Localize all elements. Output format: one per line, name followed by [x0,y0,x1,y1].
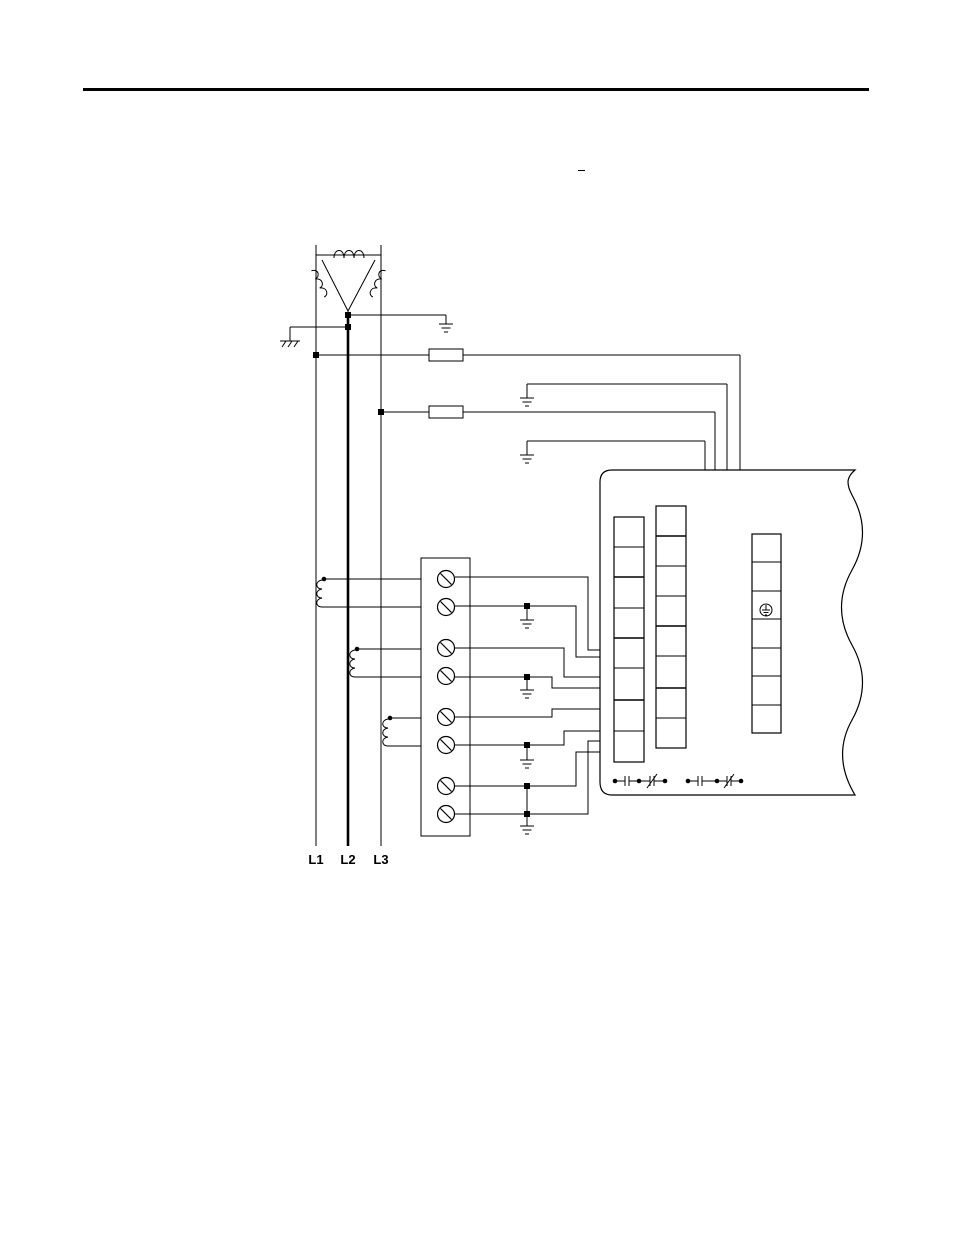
shorting-terminal-block [421,558,470,836]
fuse-l1 [429,349,463,361]
label-l3: L3 [373,852,388,867]
current-transformers [317,577,430,746]
ct-l2 [350,647,360,677]
fuse-l3 [429,406,463,418]
line-labels: L1 L2 L3 [308,852,388,867]
ct-wiring [455,577,614,834]
supply-lines [316,255,381,846]
terminal-strip-b [656,506,686,748]
ct-l3 [383,716,393,746]
ct-l1 [317,577,327,607]
delta-transformer [309,245,388,316]
terminal-strip-a [614,517,644,762]
transformer-grounding [280,312,453,347]
label-l1: L1 [308,852,323,867]
terminal-strip-c [752,534,781,733]
label-l2: L2 [340,852,355,867]
